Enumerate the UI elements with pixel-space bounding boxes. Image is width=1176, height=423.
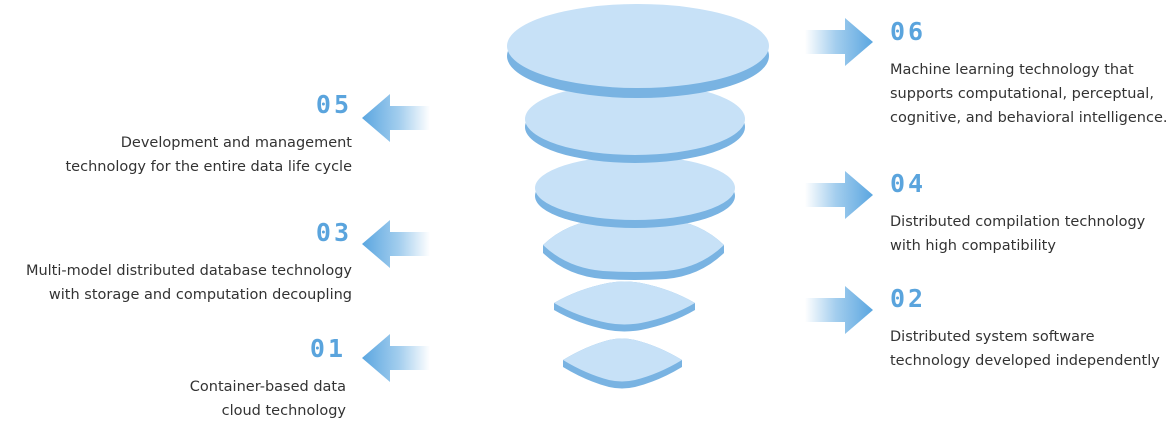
description-line: with high compatibility [890,238,1056,254]
funnel-layer-5 [525,83,745,163]
item-number: 03 [315,218,352,247]
item-02: 02 Distributed system software technolog… [890,285,1160,373]
item-description: Development and management technology fo… [65,131,352,179]
item-number: 04 [890,169,927,198]
item-01: 01 Container-based data cloud technology [190,335,346,423]
arrow-right-icon [805,171,873,219]
item-description: Multi-model distributed database technol… [26,259,352,307]
arrow-right-icon [805,18,873,66]
description-line: technology developed independently [890,353,1160,369]
description-line: Machine learning technology that [890,62,1134,78]
item-number: 05 [315,90,352,119]
funnel-layer-2 [554,281,695,332]
arrow-right-icon [805,286,873,334]
item-description: Distributed system software technology d… [890,325,1160,373]
funnel-layer-6 [507,4,769,98]
arrow-left-icon [362,94,430,142]
description-line: technology for the entire data life cycl… [65,159,352,175]
description-line: cloud technology [221,403,346,419]
item-number: 02 [890,284,927,313]
funnel-layer-1 [563,338,682,389]
item-05: 05 Development and management technology… [65,91,352,179]
description-line: with storage and computation decoupling [48,287,352,303]
item-description: Distributed compilation technology with … [890,210,1145,258]
funnel-layer-3 [543,218,724,280]
item-06: 06 Machine learning technology that supp… [890,18,1167,130]
description-line: cognitive, and behavioral intelligence. [890,110,1168,126]
description-line: Distributed system software [890,329,1095,345]
description-line: Container-based data [189,379,346,395]
item-04: 04 Distributed compilation technology wi… [890,170,1145,258]
description-line: Development and management [120,135,352,151]
description-line: Multi-model distributed database technol… [25,263,352,279]
item-number: 06 [890,17,927,46]
funnel-layer-4 [535,156,735,228]
arrow-left-icon [362,220,430,268]
item-description: Machine learning technology that support… [890,58,1167,130]
item-description: Container-based data cloud technology [190,375,346,423]
item-03: 03 Multi-model distributed database tech… [26,219,352,307]
item-number: 01 [309,334,346,363]
description-line: Distributed compilation technology [890,214,1146,230]
description-line: supports computational, perceptual, [890,86,1154,102]
arrow-left-icon [362,334,430,382]
